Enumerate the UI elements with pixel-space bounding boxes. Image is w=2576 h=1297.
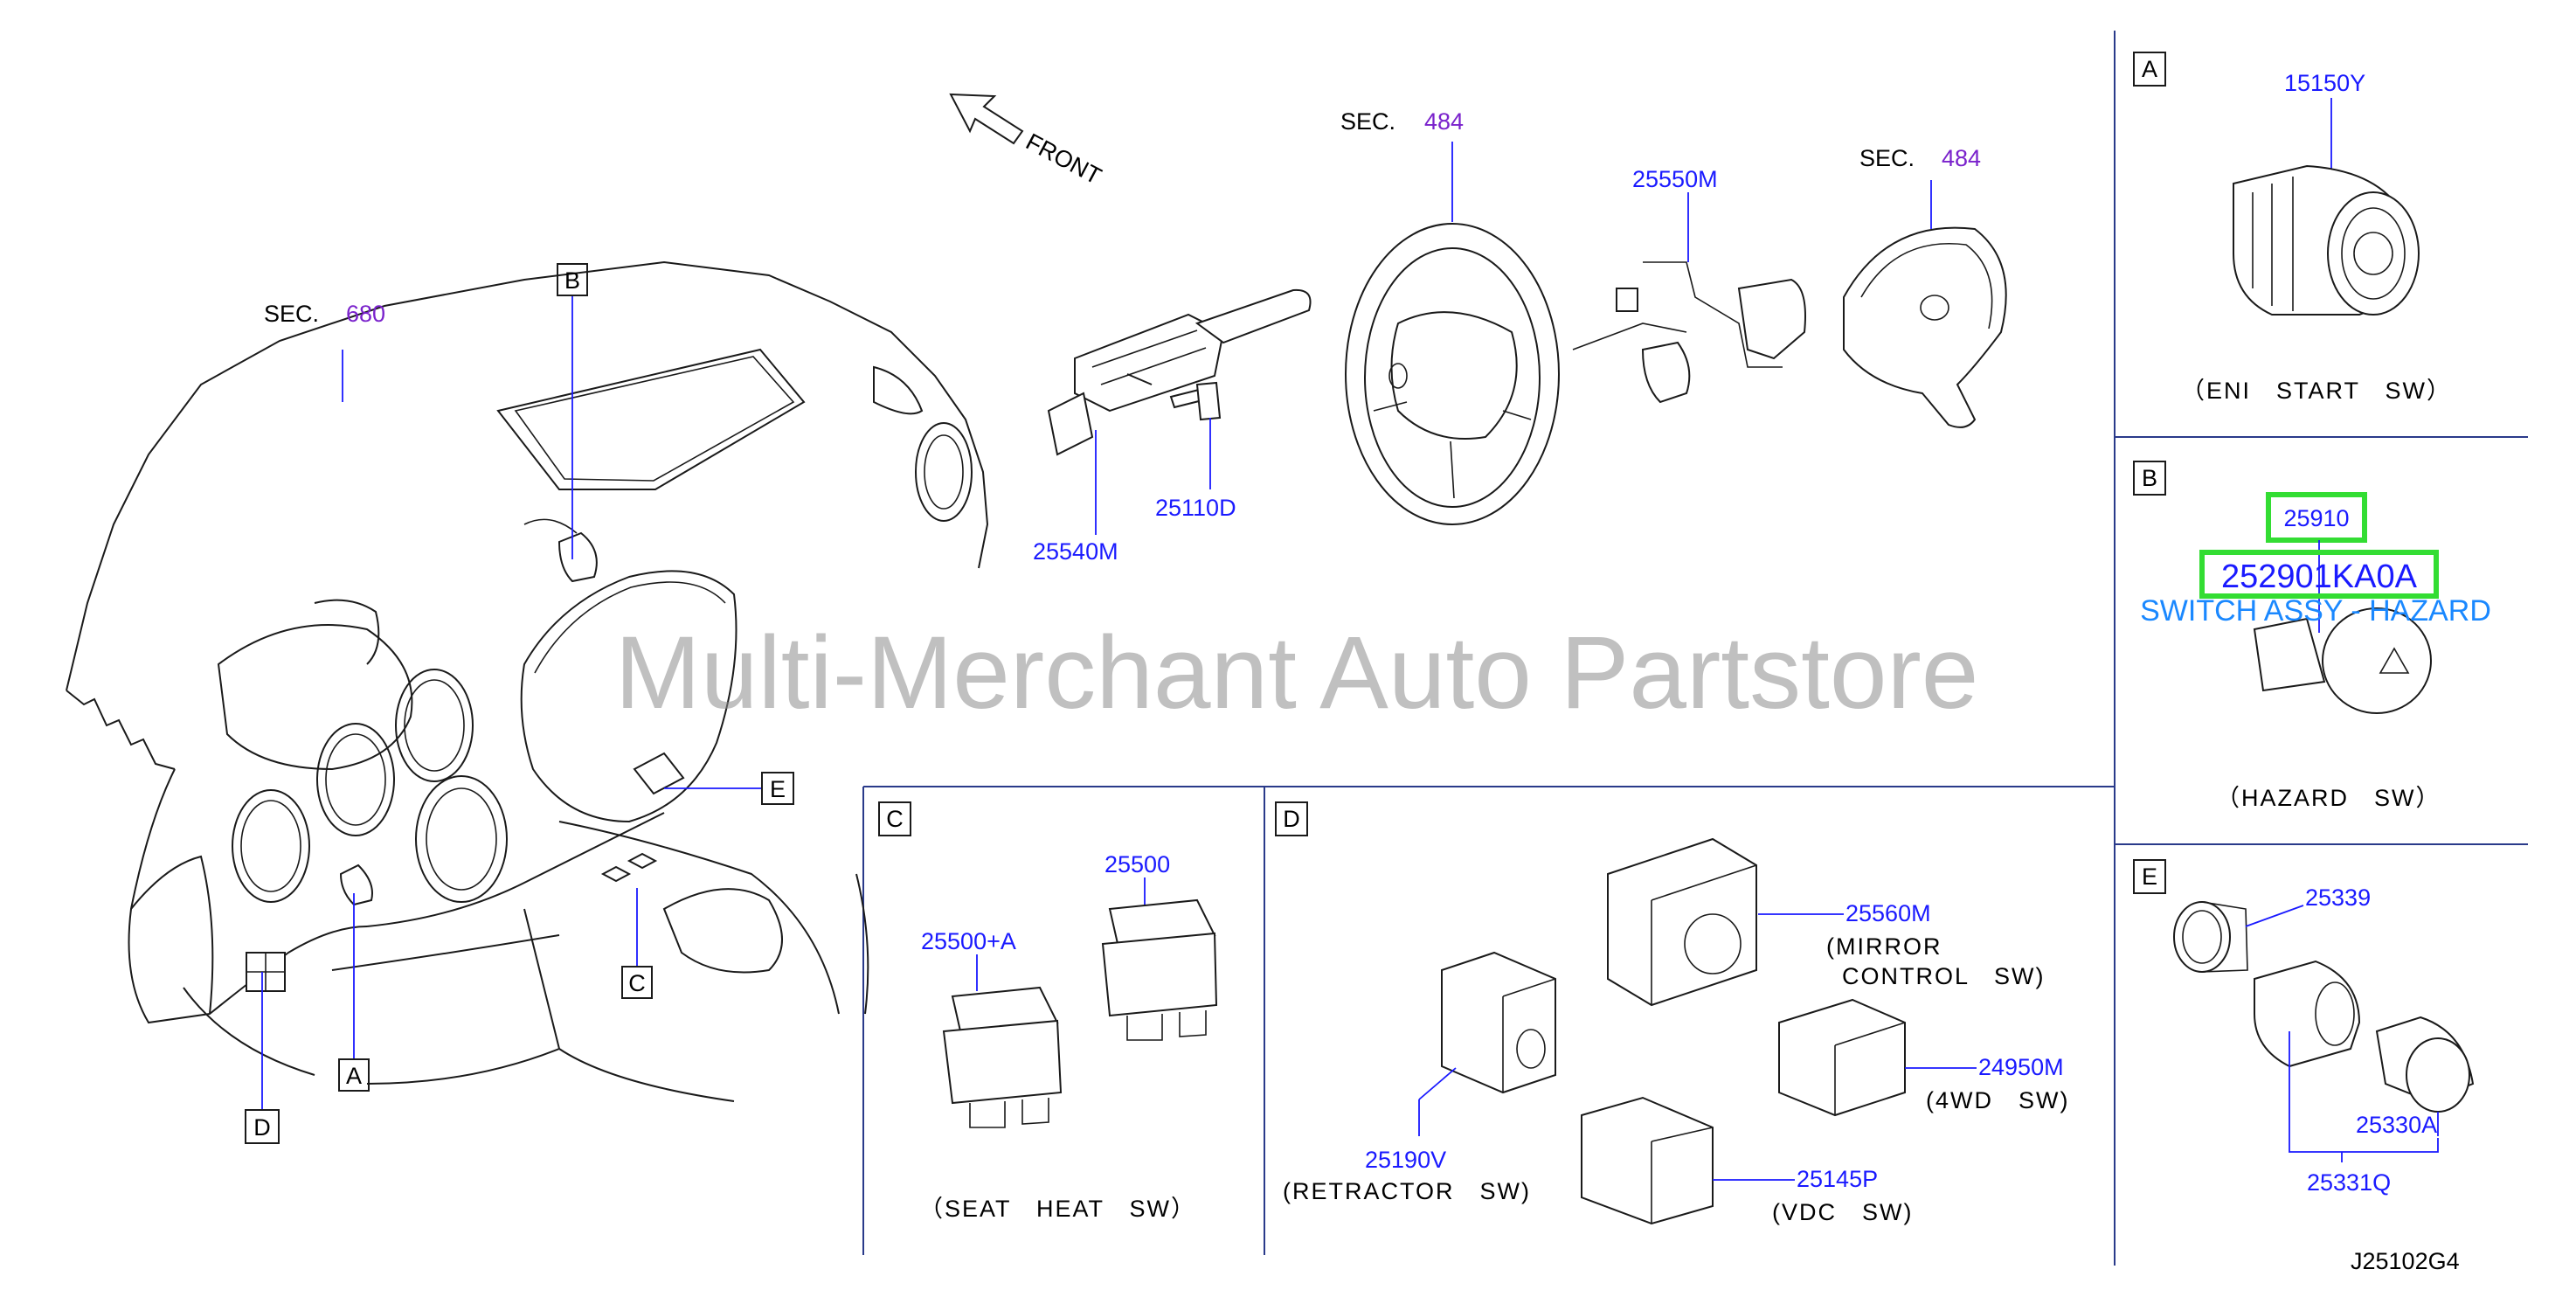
panel-dividers (862, 31, 2528, 1266)
part-number-24950m: 24950M (1978, 1054, 2064, 1080)
socket-plug-drawing (2375, 1016, 2475, 1113)
diagram-code: J25102G4 (2351, 1248, 2460, 1274)
retractor-label: (RETRACTOR SW) (1283, 1178, 1531, 1204)
mirror-control-switch-drawing (1607, 837, 1757, 1007)
panel-c-letter: C (886, 806, 904, 832)
retractor-switch-drawing (1441, 951, 1556, 1094)
panel-b-letter: B (2142, 465, 2157, 491)
callout-letter-c: C (628, 970, 646, 996)
sec-label-680: SEC. (264, 301, 319, 327)
callout-box-e: E (761, 772, 794, 805)
callout-box-a: A (338, 1058, 370, 1092)
panel-e: E 25339 25330A 25331Q (2133, 859, 2475, 1196)
part-number-25560m: 25560M (1845, 900, 1931, 926)
part-number-25550m: 25550M (1632, 166, 1718, 192)
callout-letter-b: B (564, 267, 580, 294)
seat-heat-switch-right-drawing (1101, 898, 1218, 1041)
highlight-part-name: SWITCH ASSY - HAZARD (2140, 594, 2491, 628)
front-label: FRONT (1021, 128, 1105, 190)
callout-box-b: B (557, 263, 588, 296)
steering-wheel-drawing (1345, 223, 1560, 525)
sec-number-484-a: 484 (1424, 108, 1464, 135)
dashboard-leaders (261, 295, 762, 1110)
watermark-text: Multi-Merchant Auto Partstore (615, 615, 1979, 731)
part-number-25500-a: 25500+A (921, 928, 1016, 954)
socket-body-drawing (2254, 960, 2361, 1068)
sec-label-484-b: SEC. (1859, 145, 1915, 171)
panel-a-caption: （ENI START SW） (2181, 378, 2452, 404)
part-number-25190v: 25190V (1365, 1147, 1446, 1173)
callout-box-d: D (245, 1109, 280, 1144)
part-number-25910: 25910 (2283, 505, 2349, 531)
panel-c-caption: （SEAT HEAT SW） (919, 1196, 1196, 1222)
front-arrow: FRONT (949, 93, 1105, 190)
panel-b: B 25910 252901KA0A SWITCH ASSY - HAZARD … (2133, 461, 2491, 811)
sec-label-484-a: SEC. (1340, 108, 1395, 135)
callout-letter-d: D (253, 1114, 271, 1141)
hazard-switch-drawing (2253, 607, 2432, 714)
part-number-25339: 25339 (2305, 884, 2371, 911)
socket-ring-drawing (2173, 901, 2248, 973)
seat-heat-switch-left-drawing (942, 986, 1063, 1128)
part-number-15150y: 15150Y (2284, 70, 2365, 96)
vdc-label: (VDC SW) (1772, 1199, 1913, 1225)
mirror-label-1: (MIRROR (1826, 933, 1942, 960)
callout-letter-e: E (770, 776, 786, 802)
airbag-drawing (1843, 226, 2007, 428)
panel-d-letter: D (1283, 806, 1300, 832)
panel-a-letter: A (2142, 56, 2157, 82)
panel-e-letter: E (2142, 864, 2157, 890)
vdc-switch-drawing (1581, 1096, 1714, 1225)
part-number-25331q: 25331Q (2307, 1169, 2391, 1196)
panel-a: A 15150Y （ENI START SW） (2133, 52, 2452, 404)
mirror-label-2: CONTROL SW) (1842, 963, 2046, 989)
highlight-part-number: 252901KA0A (2221, 558, 2418, 595)
panel-d: D 25560M (MIRROR CONTROL SW) 24950M (4WD… (1275, 801, 2069, 1225)
combination-switch-drawing (1047, 288, 1312, 456)
sec-number-484-b: 484 (1942, 145, 1981, 171)
4wd-switch-drawing (1778, 998, 1906, 1117)
sec-number-680: 680 (346, 301, 385, 327)
part-number-25330a: 25330A (2356, 1112, 2437, 1138)
panel-c: C 25500+A 25500 （SEAT HEAT SW） (878, 801, 1218, 1222)
part-number-25500: 25500 (1104, 851, 1170, 877)
4wd-label: (4WD SW) (1926, 1087, 2069, 1113)
panel-b-caption: （HAZARD SW） (2216, 785, 2441, 811)
eni-start-switch-drawing (2233, 164, 2420, 316)
callout-box-c: C (621, 966, 653, 999)
part-number-25145p: 25145P (1797, 1166, 1878, 1192)
dashboard-drawing (66, 260, 989, 1102)
harness-drawing (1572, 261, 1806, 404)
callout-letter-a: A (346, 1063, 362, 1089)
part-number-25110d: 25110D (1155, 495, 1236, 521)
part-number-25540m: 25540M (1033, 538, 1118, 565)
